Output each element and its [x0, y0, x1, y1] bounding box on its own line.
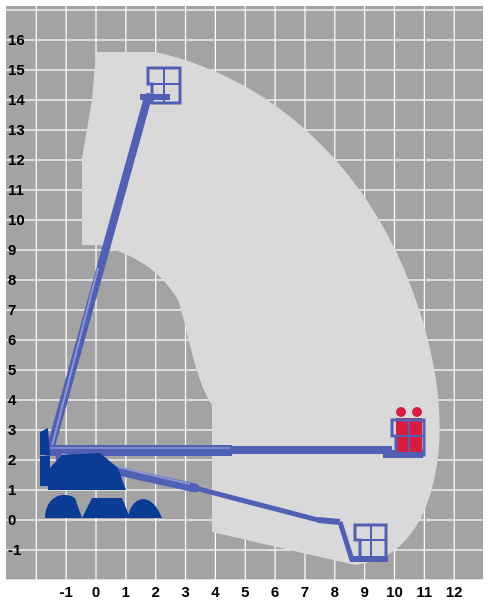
x-tick-label: 6	[271, 584, 279, 601]
operator-helmet-1	[396, 407, 406, 417]
y-tick-label: 15	[8, 62, 25, 79]
basket-low-position	[350, 523, 388, 562]
y-tick-label: 5	[8, 362, 16, 379]
y-tick-label: 8	[8, 272, 16, 289]
y-tick-label: 16	[8, 32, 25, 49]
working-envelope	[82, 52, 440, 565]
x-tick-label: 4	[211, 584, 220, 601]
x-tick-label: 9	[360, 584, 368, 601]
y-tick-label: 10	[8, 212, 25, 229]
y-tick-label: 2	[8, 452, 16, 469]
x-tick-label: 3	[181, 584, 189, 601]
x-tick-label: 8	[331, 584, 339, 601]
x-tick-label: 0	[92, 584, 100, 601]
y-tick-label: -1	[8, 542, 21, 559]
y-tick-label: 0	[8, 512, 16, 529]
y-tick-label: 7	[8, 302, 16, 319]
x-tick-label: 7	[301, 584, 309, 601]
y-tick-label: 13	[8, 122, 25, 139]
y-tick-label: 4	[8, 392, 17, 409]
x-tick-label: 1	[122, 584, 130, 601]
y-tick-label: 11	[8, 182, 24, 199]
operator-helmet-2	[412, 407, 422, 417]
x-tick-label: 5	[241, 584, 249, 601]
lift-chassis	[40, 428, 162, 518]
x-tick-label: 2	[152, 584, 160, 601]
y-tick-label: 3	[8, 422, 16, 439]
x-tick-label: 10	[386, 584, 403, 601]
x-tick-label: 12	[446, 584, 463, 601]
basket-top-position	[146, 66, 182, 105]
y-tick-label: 1	[8, 482, 16, 499]
basket-with-operators	[390, 407, 426, 457]
y-tick-label: 12	[8, 152, 25, 169]
y-tick-label: 9	[8, 242, 16, 259]
x-tick-label: -1	[59, 584, 72, 601]
y-tick-label: 14	[8, 92, 25, 109]
x-tick-label: 11	[416, 584, 432, 601]
y-tick-label: 6	[8, 332, 16, 349]
